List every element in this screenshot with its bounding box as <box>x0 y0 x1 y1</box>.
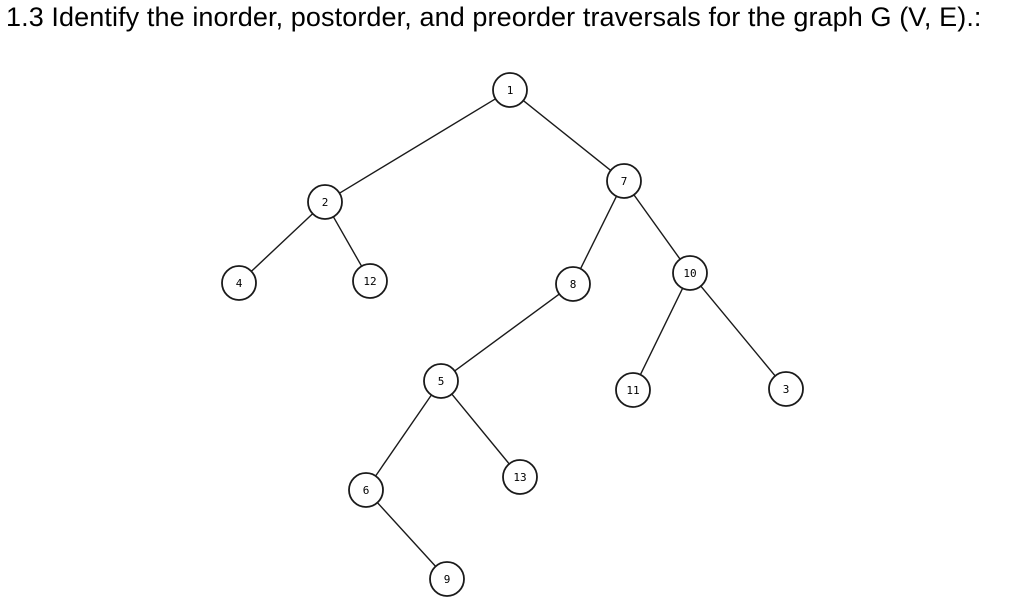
node-11: 11 <box>615 372 651 408</box>
node-circle-10 <box>672 255 708 291</box>
node-10: 10 <box>672 255 708 291</box>
node-7: 7 <box>606 163 642 199</box>
node-label-6: 6 <box>363 484 370 497</box>
edge-5-6 <box>375 394 432 477</box>
edge-5-13 <box>451 393 510 465</box>
node-label-10: 10 <box>683 267 696 280</box>
question-text: 1.3 Identify the inorder, postorder, and… <box>6 2 982 32</box>
node-label-2: 2 <box>322 196 329 209</box>
node-circle-11 <box>615 372 651 408</box>
node-12: 12 <box>352 263 388 299</box>
node-circle-5 <box>423 363 459 399</box>
node-circle-12 <box>352 263 388 299</box>
node-circle-13 <box>502 459 538 495</box>
node-label-13: 13 <box>513 471 526 484</box>
edge-1-2 <box>339 98 496 194</box>
node-circle-9 <box>429 561 465 597</box>
edge-1-7 <box>522 100 612 171</box>
node-label-4: 4 <box>236 277 243 290</box>
node-label-3: 3 <box>783 383 790 396</box>
node-circle-1 <box>492 72 528 108</box>
edge-7-8 <box>579 195 618 270</box>
node-label-12: 12 <box>363 275 376 288</box>
node-label-7: 7 <box>621 175 628 188</box>
node-circle-7 <box>606 163 642 199</box>
node-label-9: 9 <box>444 573 451 586</box>
node-circle-4 <box>221 265 257 301</box>
node-circle-8 <box>555 266 591 302</box>
node-label-8: 8 <box>570 278 577 291</box>
node-label-1: 1 <box>507 84 514 97</box>
node-5: 5 <box>423 363 459 399</box>
node-3: 3 <box>768 371 804 407</box>
edge-10-3 <box>700 285 776 377</box>
node-1: 1 <box>492 72 528 108</box>
node-label-11: 11 <box>626 384 639 397</box>
node-circle-6 <box>348 472 384 508</box>
edge-10-11 <box>639 287 684 376</box>
edges <box>250 98 776 567</box>
node-6: 6 <box>348 472 384 508</box>
node-label-5: 5 <box>438 375 445 388</box>
edge-6-9 <box>376 502 437 567</box>
node-circle-3 <box>768 371 804 407</box>
node-2: 2 <box>307 184 343 220</box>
edge-2-4 <box>250 213 314 272</box>
edge-8-5 <box>454 293 560 372</box>
node-4: 4 <box>221 265 257 301</box>
edge-7-10 <box>633 194 681 260</box>
edge-2-12 <box>332 216 363 267</box>
node-circle-2 <box>307 184 343 220</box>
node-9: 9 <box>429 561 465 597</box>
node-8: 8 <box>555 266 591 302</box>
node-13: 13 <box>502 459 538 495</box>
